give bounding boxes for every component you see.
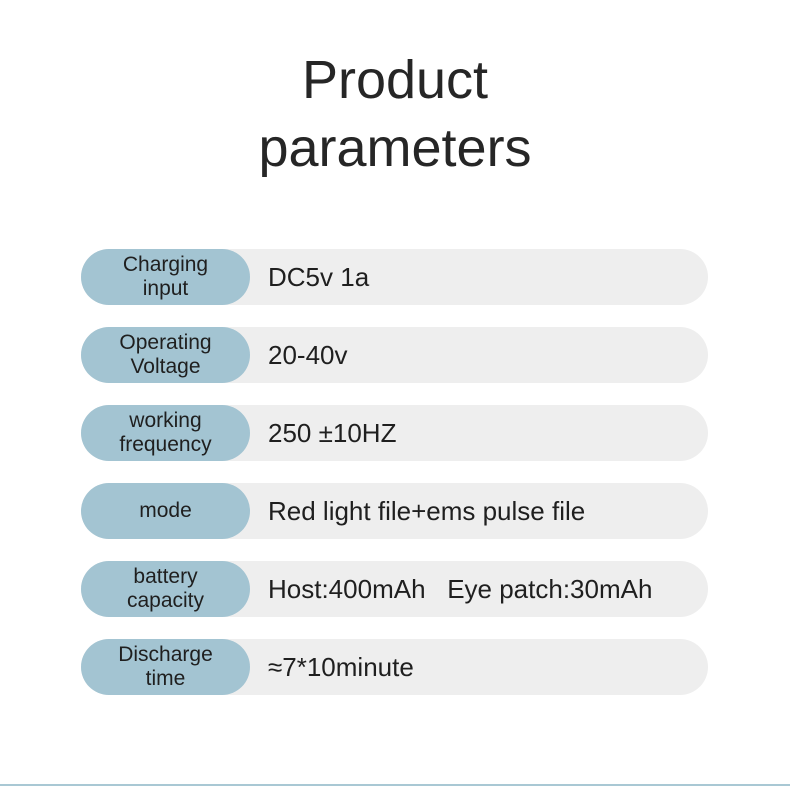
spec-value-mode: Red light file+ems pulse file (268, 483, 585, 539)
spec-row-discharge-time: Discharge time ≈7*10minute (81, 639, 708, 695)
spec-label-text: mode (139, 499, 192, 522)
spec-value-charging-input: DC5v 1a (268, 249, 369, 305)
spec-label-mode: mode (81, 483, 250, 539)
spec-label-working-frequency: working frequency (81, 405, 250, 461)
spec-label-text: Operating Voltage (119, 331, 212, 378)
spec-value-text: 20-40v (268, 340, 348, 370)
spec-value-text: DC5v 1a (268, 262, 370, 292)
spec-value-text: Red light file+ems pulse file (268, 496, 586, 526)
spec-value-discharge-time: ≈7*10minute (268, 639, 414, 695)
spec-value-working-frequency: 250 ±10HZ (268, 405, 396, 461)
page-title-line-1: Product (301, 50, 489, 110)
spec-value-battery-capacity: Host:400mAh Eye patch:30mAh (268, 561, 652, 617)
spec-value-text: 250 ±10HZ (268, 418, 397, 448)
page-title: Product parameters (0, 46, 790, 182)
spec-value-text: ≈7*10minute (268, 652, 414, 682)
spec-label-charging-input: Charging input (81, 249, 250, 305)
spec-label-text: Charging input (122, 253, 209, 300)
spec-row-charging-input: Charging input DC5v 1a (81, 249, 708, 305)
spec-label-battery-capacity: battery capacity (81, 561, 250, 617)
spec-row-operating-voltage: Operating Voltage 20-40v (81, 327, 708, 383)
spec-row-battery-capacity: battery capacity Host:400mAh Eye patch:3… (81, 561, 708, 617)
spec-label-text: Discharge time (118, 643, 213, 690)
spec-label-text: battery capacity (126, 565, 205, 612)
spec-label-text: working frequency (119, 409, 212, 456)
spec-label-discharge-time: Discharge time (81, 639, 250, 695)
spec-value-operating-voltage: 20-40v (268, 327, 348, 383)
spec-table: Charging input DC5v 1a Operating Voltage… (81, 249, 708, 717)
spec-row-mode: mode Red light file+ems pulse file (81, 483, 708, 539)
spec-row-working-frequency: working frequency 250 ±10HZ (81, 405, 708, 461)
spec-value-text: Host:400mAh Eye patch:30mAh (268, 574, 653, 604)
footer-divider (0, 784, 790, 786)
page-title-line-2: parameters (258, 118, 532, 178)
spec-label-operating-voltage: Operating Voltage (81, 327, 250, 383)
